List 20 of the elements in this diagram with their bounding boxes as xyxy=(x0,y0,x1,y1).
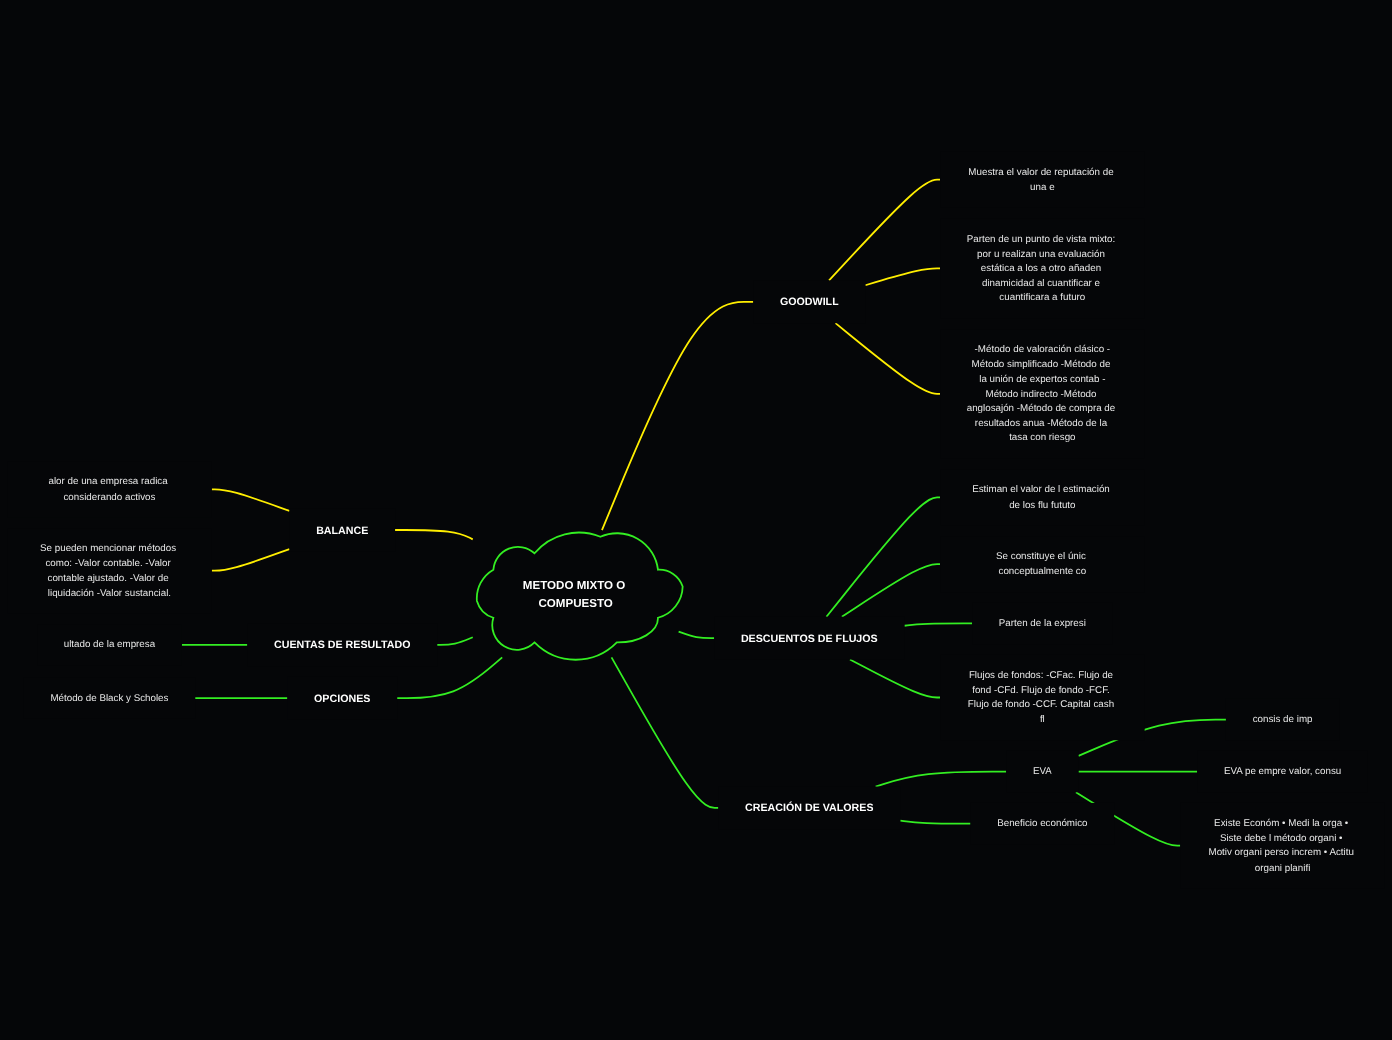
connector xyxy=(899,819,972,825)
connector xyxy=(874,770,1008,788)
connector xyxy=(194,697,289,700)
connector xyxy=(840,563,941,618)
connector xyxy=(436,636,474,646)
connector xyxy=(394,529,474,541)
connector xyxy=(1077,770,1199,773)
connector xyxy=(864,267,941,287)
connector xyxy=(849,658,941,699)
connector xyxy=(828,178,941,282)
connector xyxy=(903,622,973,627)
connector xyxy=(834,322,941,395)
connector xyxy=(396,656,504,700)
connector xyxy=(677,630,716,639)
connector xyxy=(210,548,291,572)
connector xyxy=(610,656,720,809)
connector xyxy=(210,488,291,512)
connector xyxy=(825,496,941,618)
connector xyxy=(180,643,249,646)
connector xyxy=(601,300,755,532)
